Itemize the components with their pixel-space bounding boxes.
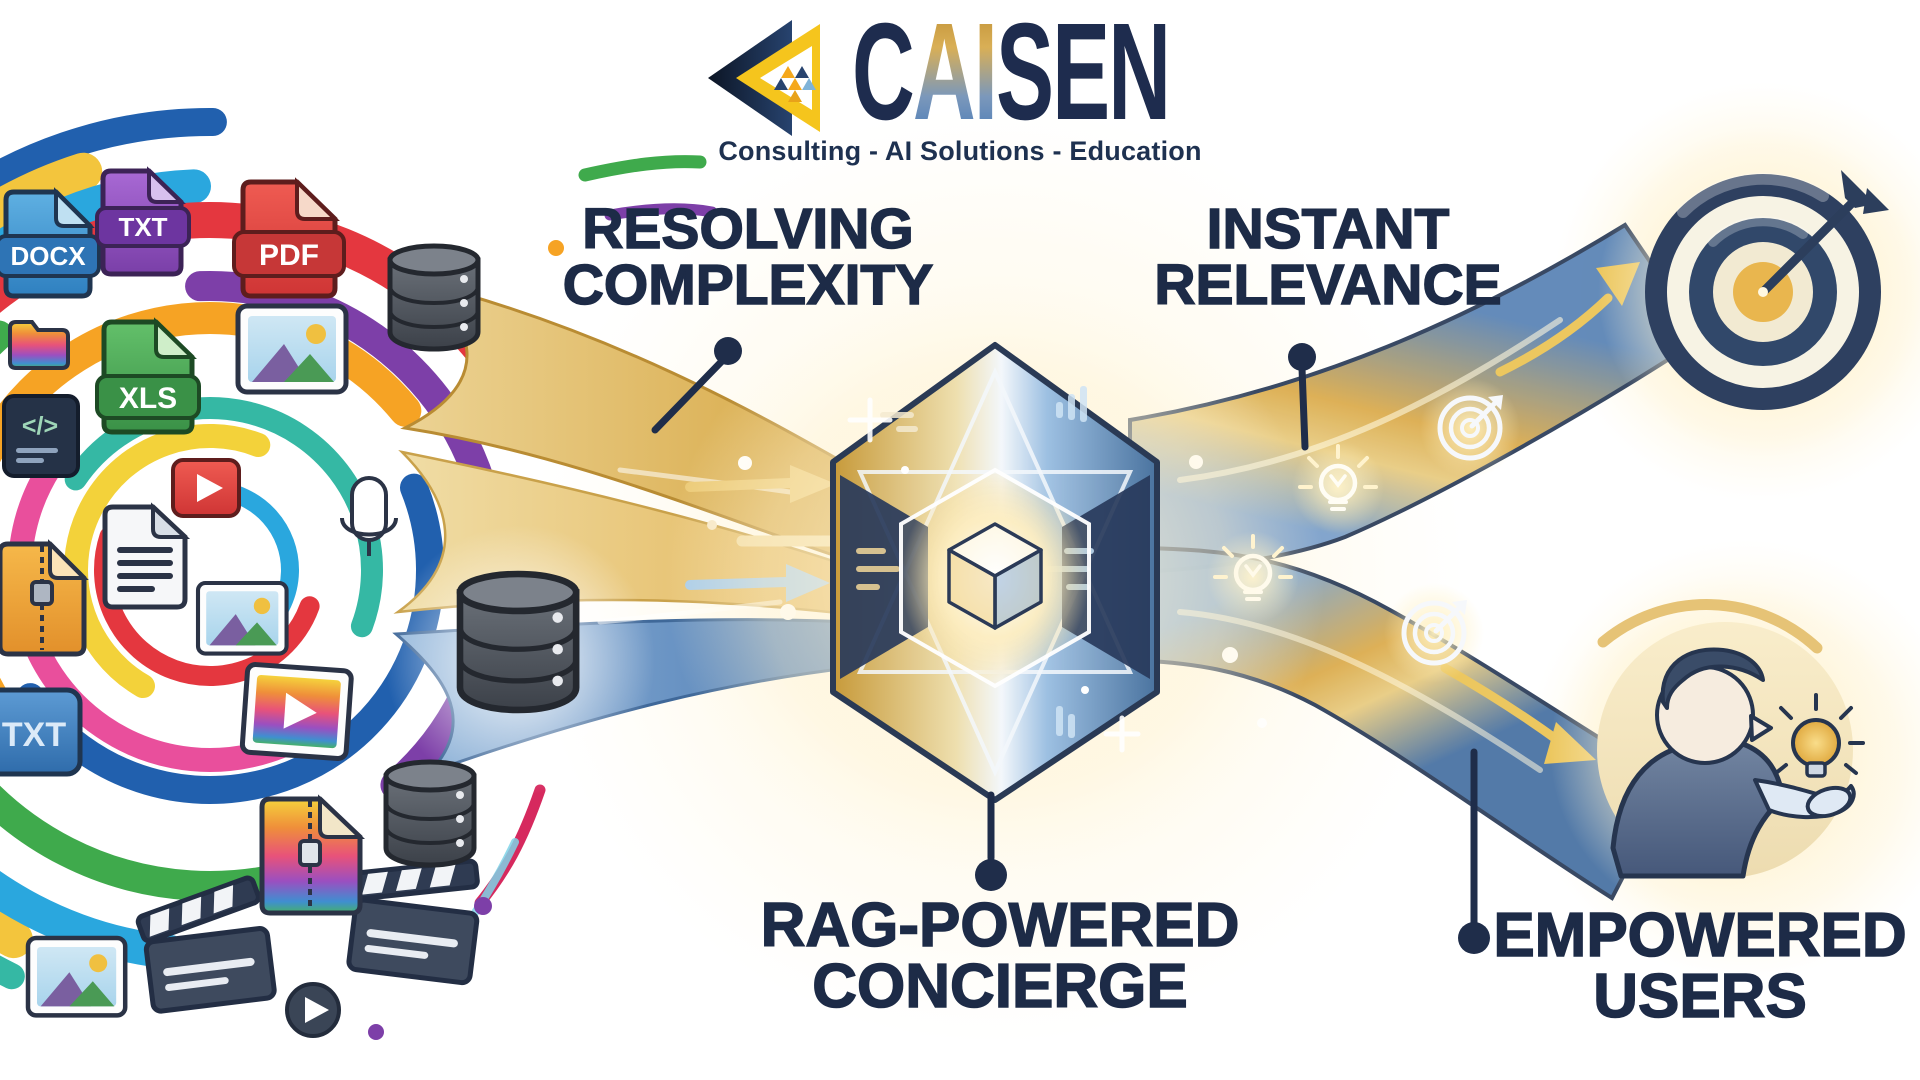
svg-text:PDF: PDF [259,239,319,272]
video-play-icon [239,662,354,762]
bullseye-arrow-icon [1598,127,1920,457]
svg-text:XLS: XLS [119,382,177,415]
code-file-icon: </> [2,394,80,478]
pdf-file-icon: PDF [232,177,346,299]
database-icon [386,762,474,865]
label-line: RAG-POWERED [760,891,1240,960]
label-resolving-complexity: RESOLVING COMPLEXITY [562,197,934,317]
crystal-prism-icon [665,273,1325,883]
label-line: CONCIERGE [812,951,1189,1021]
photo-icon [28,938,125,1015]
file-icon-cluster: DOCX TXT PDF XLS </> [0,166,655,1038]
label-rag-powered-concierge: RAG-POWERED CONCIERGE [760,891,1240,1021]
rainbow-zip-icon [259,794,366,916]
folder-icon [8,320,70,370]
microphone-icon [340,476,398,556]
brand-wordmark: CAISEN [852,3,1171,141]
label-line: COMPLEXITY [562,252,934,317]
brand-ai-highlight: AI [913,0,998,149]
svg-text:TXT: TXT [118,212,167,242]
target-icon [1384,583,1484,683]
brand-prefix: C [852,0,915,149]
txt-file-icon: TXT [95,166,191,277]
video-play-icon [171,458,241,518]
label-line: EMPOWERED [1493,901,1908,970]
target-icon [1420,378,1520,478]
triangle-mosaic-icon [774,66,816,102]
document-icon [102,502,191,610]
label-line: RELEVANCE [1154,252,1503,317]
chevron-logo-icon [708,20,820,136]
database-icon [460,574,576,710]
brand-suffix: SEN [996,0,1171,149]
play-circle-icon [285,982,341,1038]
photo-icon [238,306,346,392]
label-line: RESOLVING [582,197,915,261]
label-instant-relevance: INSTANT RELEVANCE [1154,197,1503,317]
xls-file-icon: XLS [95,317,201,435]
database-icon [390,246,478,349]
svg-text:</>: </> [22,412,58,440]
clapperboard-icon [342,846,484,983]
person-idea-icon [1550,575,1900,925]
zip-file-icon [0,539,89,657]
photo-icon [198,583,287,654]
label-empowered-users: EMPOWERED USERS [1493,901,1908,1031]
label-line: INSTANT [1206,197,1450,261]
txt-badge-icon: TXT [0,687,83,777]
svg-text:DOCX: DOCX [10,241,86,271]
docx-file-icon: DOCX [0,187,101,299]
brand-tagline: Consulting - AI Solutions - Education [718,136,1202,166]
svg-text:TXT: TXT [2,716,66,754]
label-connectors [651,337,1490,954]
label-line: USERS [1592,961,1807,1031]
